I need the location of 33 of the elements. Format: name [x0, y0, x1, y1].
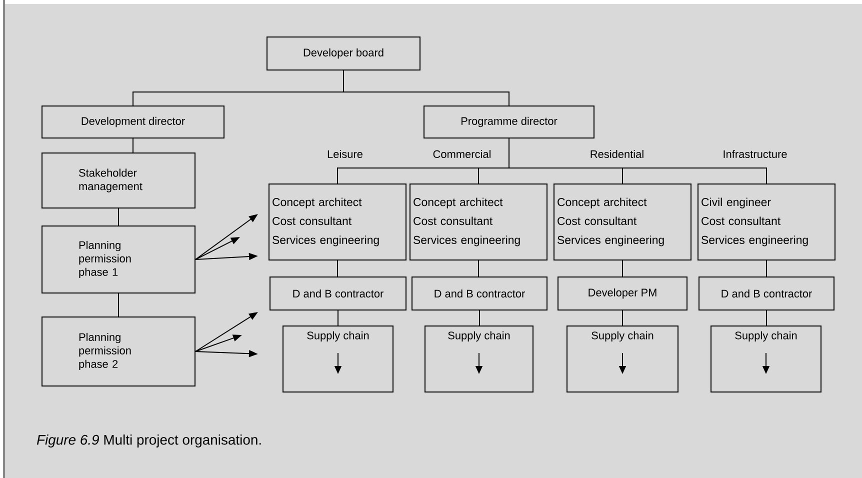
team-box: Concept architect Cost consultant Services engineering: [410, 184, 548, 260]
figure-caption: Figure 6.9 Multi project organisation.: [36, 434, 261, 448]
supply-chain-box: Supply chain: [282, 326, 394, 392]
team-box: Civil engineer Cost consultant Services engineering: [698, 184, 836, 260]
role-box: Development director: [42, 106, 224, 138]
connector-line: [766, 260, 767, 277]
connector-line: [132, 138, 134, 153]
connector-line: [118, 293, 119, 317]
connector-line: [337, 260, 338, 277]
role-box: D and B contractor: [412, 276, 548, 310]
stage-box: Planning permission phase 1: [42, 226, 196, 294]
role-box: Programme director: [424, 106, 594, 138]
edge-label: Leisure: [326, 148, 364, 160]
connector-line: [343, 70, 510, 106]
stage-box: Planning permission phase 2: [42, 316, 196, 386]
connector-line: [479, 310, 480, 326]
edge-label: Infrastructure: [722, 148, 788, 160]
supply-chain-box: Supply chain: [710, 326, 822, 392]
role-box: D and B contractor: [698, 276, 834, 310]
connector-line: [622, 310, 623, 326]
connector-line: [118, 208, 119, 226]
team-box: Concept architect Cost consultant Services engineering: [268, 184, 406, 260]
role-box: Developer PM: [558, 276, 688, 310]
supply-chain-box: Supply chain: [424, 326, 534, 392]
connector-line: [508, 138, 767, 184]
role-box: Developer board: [266, 36, 420, 70]
stage-box: Stakeholder management: [42, 152, 196, 208]
team-box: Concept architect Cost consultant Services engineering: [554, 184, 692, 260]
connector-line: [478, 260, 479, 277]
connector-line: [766, 310, 767, 326]
connector-line: [622, 260, 623, 277]
supply-chain-box: Supply chain: [566, 326, 678, 392]
role-box: D and B contractor: [270, 276, 406, 310]
